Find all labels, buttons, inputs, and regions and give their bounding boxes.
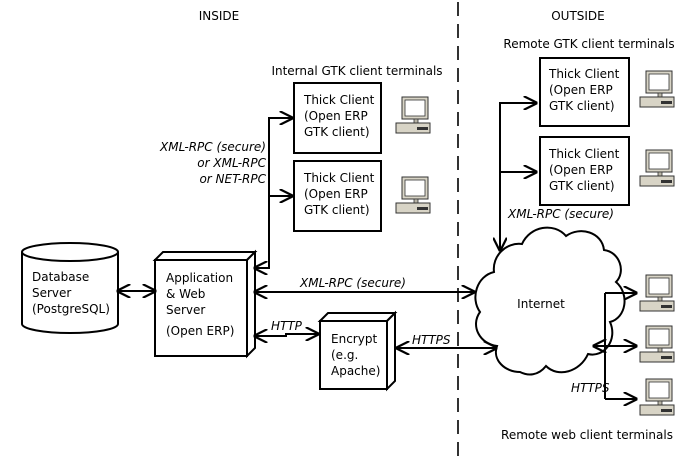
thick-client-label-line2: (Open ERP	[304, 187, 368, 201]
app-server-label-line1: Application	[166, 271, 233, 285]
internal-protocol-line2: or XML-RPC	[197, 156, 266, 170]
internal-gtk-group-label: Internal GTK client terminals	[271, 64, 442, 78]
thick-client-label-line3: GTK client)	[549, 179, 615, 193]
encrypt-label-line2: (e.g.	[331, 348, 358, 362]
computer-icon	[639, 149, 675, 187]
encrypt-label-line3: Apache)	[331, 364, 380, 378]
encrypt-server: Encrypt (e.g. Apache)	[317, 310, 398, 392]
database-label-line2: Server	[32, 286, 71, 300]
application-server: Application & Web Server (Open ERP)	[152, 249, 258, 359]
app-internal-clients-connector	[255, 118, 292, 268]
thick-client-internal-2: Thick Client (Open ERP GTK client)	[293, 160, 382, 232]
app-server-label-line4: (Open ERP)	[166, 324, 234, 338]
app-server-label-line2: & Web	[166, 287, 205, 301]
outside-label: OUTSIDE	[551, 9, 605, 23]
thick-client-label-line2: (Open ERP	[304, 109, 368, 123]
thick-client-remote-1: Thick Client (Open ERP GTK client)	[539, 57, 630, 127]
computer-icon	[639, 378, 675, 416]
thick-client-remote-2: Thick Client (Open ERP GTK client)	[539, 136, 630, 206]
thick-client-label-line1: Thick Client	[548, 147, 620, 161]
remote-web-group-label: Remote web client terminals	[501, 428, 673, 442]
thick-client-label-line2: (Open ERP	[549, 163, 613, 177]
app-encrypt-connector	[255, 334, 318, 336]
computer-icon	[639, 274, 675, 312]
thick-client-internal-1: Thick Client (Open ERP GTK client)	[293, 82, 382, 154]
thick-client-label-line1: Thick Client	[303, 171, 375, 185]
thick-client-label-line3: GTK client)	[549, 99, 615, 113]
computer-icon	[639, 325, 675, 363]
computer-icon	[395, 176, 431, 214]
http-protocol-label: HTTP	[271, 319, 303, 333]
thick-client-label-line1: Thick Client	[548, 67, 620, 81]
inside-label: INSIDE	[199, 9, 240, 23]
app-server-label-line3: Server	[166, 303, 205, 317]
https-encrypt-protocol-label: HTTPS	[412, 333, 451, 347]
computer-icon	[639, 70, 675, 108]
computer-icon	[395, 96, 431, 134]
thick-client-label-line2: (Open ERP	[549, 83, 613, 97]
remote-gtk-group-label: Remote GTK client terminals	[503, 37, 674, 51]
app-internet-protocol-label: XML-RPC (secure)	[299, 276, 406, 290]
thick-client-label-line3: GTK client)	[304, 203, 370, 217]
encrypt-label-line1: Encrypt	[331, 332, 377, 346]
remote-gtk-protocol-label: XML-RPC (secure)	[507, 207, 614, 221]
https-web-protocol-label: HTTPS	[571, 381, 610, 395]
internal-protocol-line1: XML-RPC (secure)	[159, 140, 266, 154]
internet-remote-clients-connector	[500, 103, 536, 250]
internet-label: Internet	[517, 297, 565, 311]
database-label-line3: (PostgreSQL)	[32, 302, 110, 316]
thick-client-label-line3: GTK client)	[304, 125, 370, 139]
internal-protocol-line3: or NET-RPC	[199, 172, 266, 186]
database-label-line1: Database	[32, 270, 89, 284]
database-server: Database Server (PostgreSQL)	[21, 242, 119, 334]
internet-cloud: Internet	[474, 226, 626, 376]
thick-client-label-line1: Thick Client	[303, 93, 375, 107]
